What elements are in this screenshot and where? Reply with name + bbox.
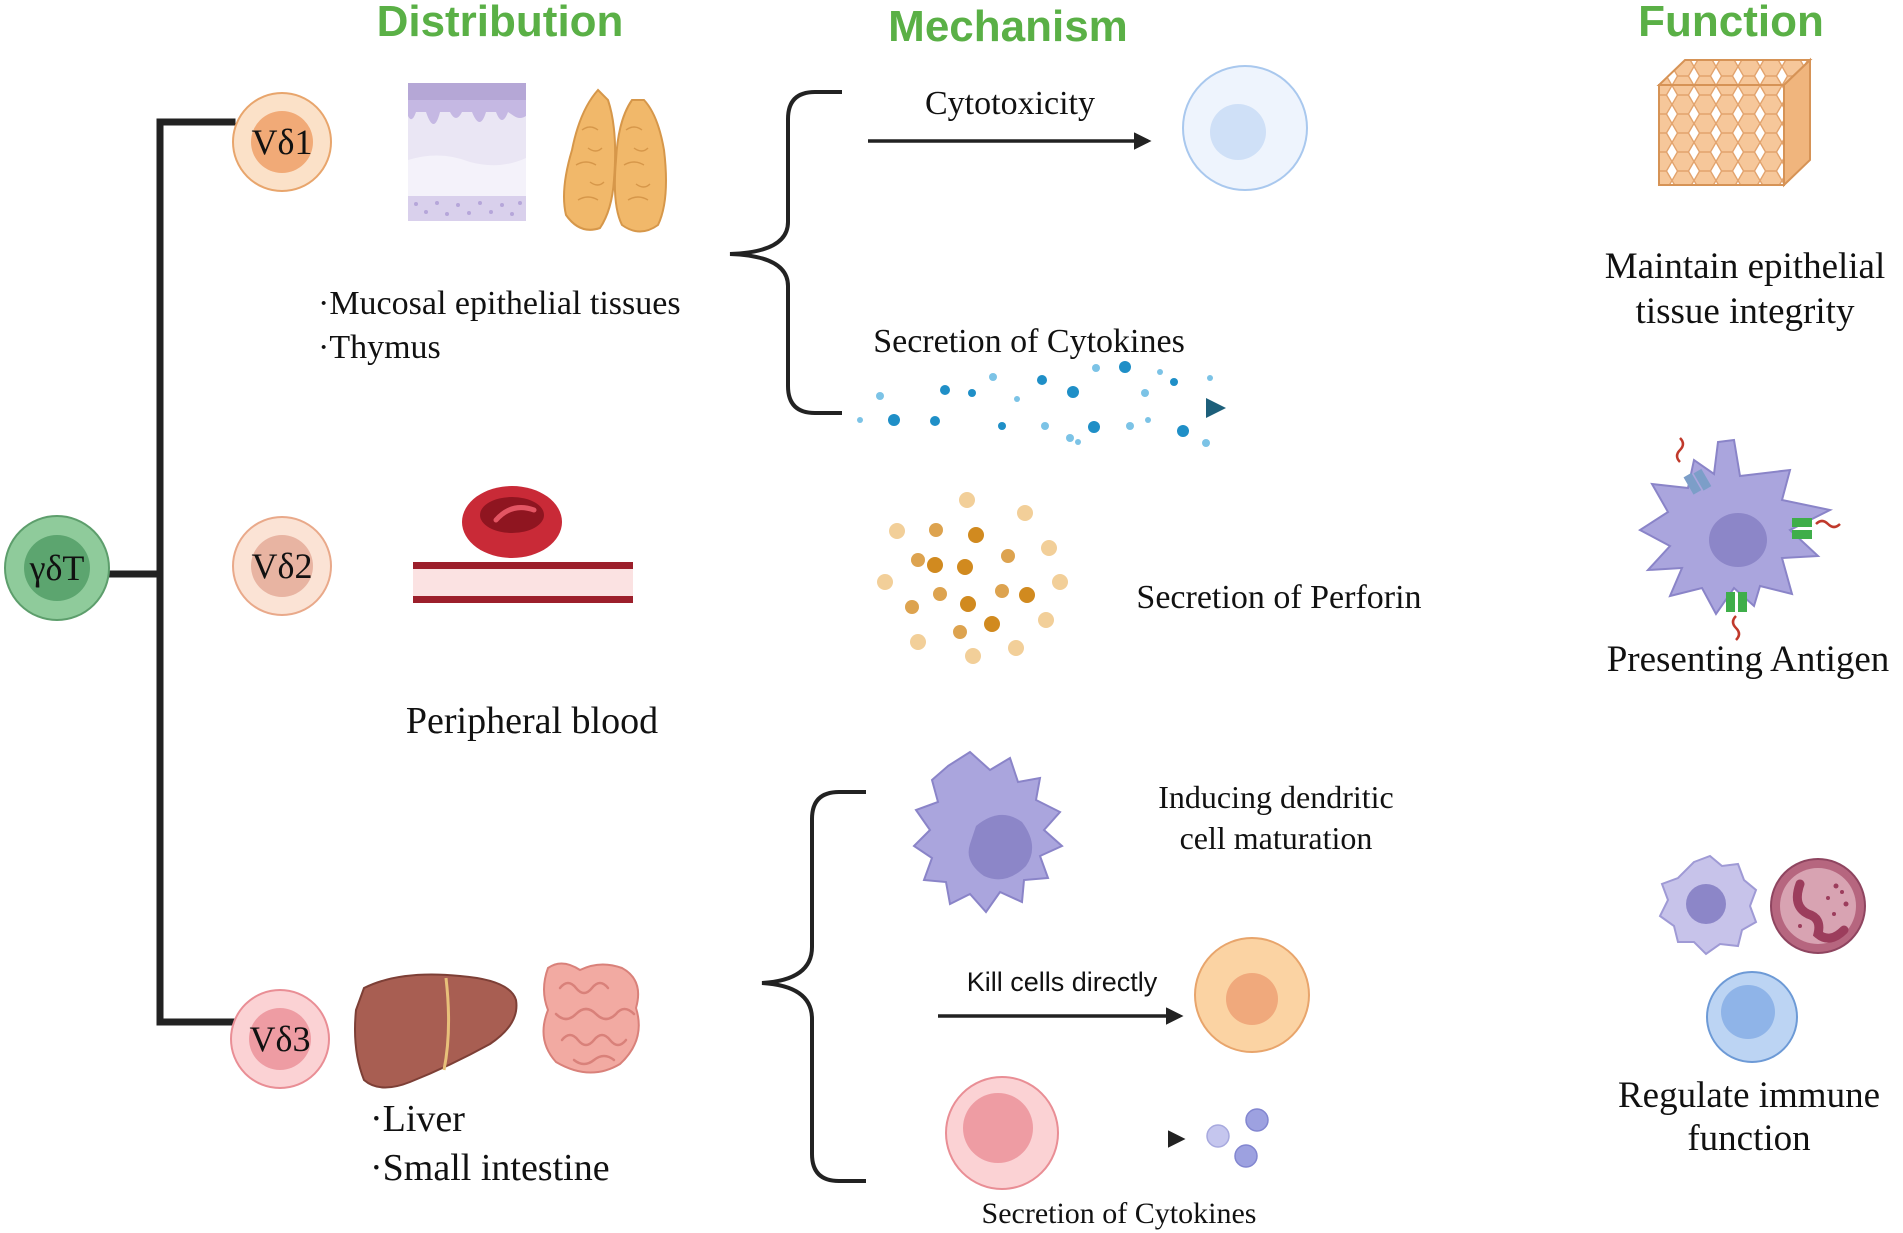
vd2-label: Vδ2	[252, 546, 313, 586]
function-epithelial-line1: Maintain epithelial	[1605, 246, 1886, 287]
mechanism-kill-cells: Kill cells directly	[967, 967, 1158, 997]
function-regulate-line2: function	[1687, 1118, 1810, 1159]
cytokine-particles-icon	[1206, 1108, 1269, 1168]
immune-cells-icon	[1658, 854, 1866, 1063]
function-epithelial-line2: tissue integrity	[1636, 291, 1855, 332]
dendritic-cell-icon	[912, 750, 1064, 914]
small-intestine-icon	[542, 962, 640, 1074]
antigen-presenting-cell-icon	[1638, 437, 1841, 641]
target-cell-orange-icon	[1194, 937, 1310, 1053]
vd2-location-blood: Peripheral blood	[406, 700, 658, 742]
target-cell-blue-icon	[1182, 65, 1308, 191]
header-function: Function	[1638, 0, 1824, 46]
mechanism-cytotoxicity: Cytotoxicity	[925, 85, 1095, 122]
mechanism-cytokines-vd3: Secretion of Cytokines	[982, 1197, 1257, 1230]
tree-connector	[99, 118, 236, 1026]
secreting-cell-icon	[945, 1076, 1059, 1190]
epithelial-tissue-cube-icon	[1656, 57, 1813, 188]
vd1-label: Vδ1	[252, 122, 313, 162]
vd3-label: Vδ3	[250, 1019, 311, 1059]
vd3-cell: Vδ3	[230, 989, 330, 1089]
function-presenting-antigen: Presenting Antigen	[1607, 639, 1890, 680]
red-blood-cell-vessel-icon	[413, 486, 633, 603]
header-mechanism: Mechanism	[888, 2, 1128, 51]
liver-icon	[354, 973, 518, 1089]
vd1-cell: Vδ1	[232, 92, 332, 192]
vd1-location-mucosal: ·Mucosal epithelial tissues	[318, 285, 681, 322]
mechanism-cytokines-vd1: Secretion of Cytokines	[873, 323, 1185, 360]
vd2-cell: Vδ2	[232, 516, 332, 616]
mechanism-dc-line2: cell maturation	[1180, 820, 1373, 856]
vd1-mechanism-brace	[729, 90, 842, 415]
thymus-icon	[563, 88, 667, 233]
mechanism-perforin: Secretion of Perforin	[1136, 579, 1421, 616]
function-regulate-line1: Regulate immune	[1618, 1075, 1880, 1116]
header-distribution: Distribution	[377, 0, 624, 46]
mechanism-dc-line1: Inducing dendritic	[1158, 779, 1393, 815]
perforin-granules-icon	[877, 492, 1068, 664]
gamma-delta-t-label: γδT	[29, 548, 85, 588]
vd3-mechanism-brace	[761, 790, 866, 1183]
epithelial-tissue-icon	[408, 83, 526, 221]
gamma-delta-t-cell: γδT	[4, 515, 110, 621]
vd3-location-intestine: ·Small intestine	[370, 1147, 610, 1189]
vd1-location-thymus: ·Thymus	[318, 329, 441, 366]
vd3-location-liver: ·Liver	[370, 1098, 465, 1140]
cytokine-release-icon	[848, 361, 1226, 447]
